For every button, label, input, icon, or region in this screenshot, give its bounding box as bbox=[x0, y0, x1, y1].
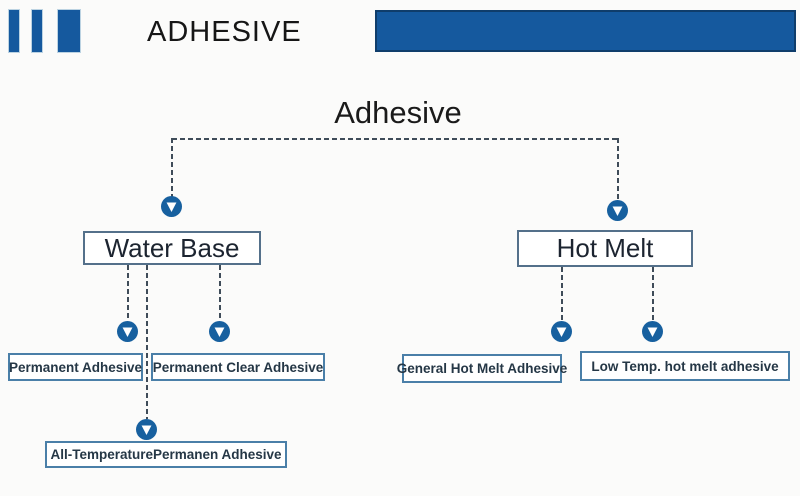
connector-line bbox=[561, 267, 563, 322]
node-water-base: Water Base bbox=[83, 231, 261, 265]
circle-down-arrow-icon bbox=[551, 321, 572, 342]
node-all-temperature-permanent-adhesive: All-TemperaturePermanen Adhesive bbox=[45, 441, 287, 468]
connector-line bbox=[219, 265, 221, 321]
circle-down-arrow-icon bbox=[607, 200, 628, 221]
circle-down-arrow-icon bbox=[117, 321, 138, 342]
brand-title: ADHESIVE bbox=[147, 16, 302, 48]
node-hot-melt: Hot Melt bbox=[517, 230, 693, 267]
node-general-hot-melt-adhesive: General Hot Melt Adhesive bbox=[397, 354, 567, 383]
circle-down-arrow-icon bbox=[642, 321, 663, 342]
connector-line bbox=[127, 265, 129, 321]
connector-line bbox=[171, 138, 173, 198]
node-permanent-clear-adhesive: Permanent Clear Adhesive bbox=[151, 353, 325, 381]
connector-line bbox=[172, 138, 619, 140]
circle-down-arrow-icon bbox=[209, 321, 230, 342]
node-permanent-adhesive: Permanent Adhesive bbox=[8, 353, 143, 381]
header-banner bbox=[375, 10, 796, 52]
circle-down-arrow-icon bbox=[136, 419, 157, 440]
connector-line bbox=[146, 265, 148, 419]
logo-bar-icon bbox=[31, 9, 43, 53]
node-low-temp-hot-melt-adhesive: Low Temp. hot melt adhesive bbox=[580, 351, 790, 381]
logo-bar-icon bbox=[8, 9, 20, 53]
connector-line bbox=[652, 267, 654, 322]
connector-line bbox=[617, 138, 619, 200]
logo-bar-icon bbox=[57, 9, 81, 53]
circle-down-arrow-icon bbox=[161, 196, 182, 217]
diagram-root-title: Adhesive bbox=[334, 95, 462, 130]
